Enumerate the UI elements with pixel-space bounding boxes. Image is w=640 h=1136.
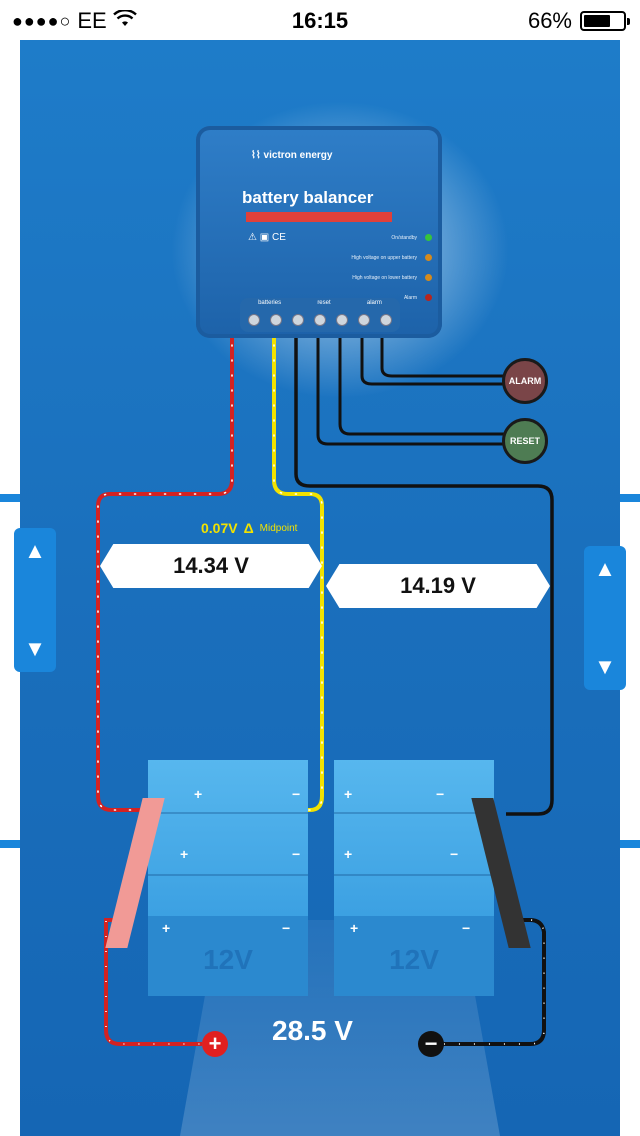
reset-wire xyxy=(316,330,504,446)
led-indicator xyxy=(425,274,432,281)
side-divider xyxy=(0,494,20,502)
reset-button[interactable]: RESET xyxy=(502,418,548,464)
black-wire-0v xyxy=(294,330,554,816)
positive-pole-icon: + xyxy=(202,1031,228,1057)
alarm-wire xyxy=(360,330,504,386)
device-red-stripe xyxy=(246,212,392,222)
right-down-arrow-button[interactable]: ▼ xyxy=(594,654,616,679)
terminal-screw xyxy=(336,314,348,326)
led-on-standby: On/standby xyxy=(391,234,432,241)
battery-left: 12V + − + − + − xyxy=(148,760,308,996)
right-up-arrow-button[interactable]: ▲ xyxy=(594,556,616,581)
terminal-screw xyxy=(248,314,260,326)
negative-pole-icon: − xyxy=(418,1031,444,1057)
midpoint-value: 0.07V xyxy=(201,520,238,536)
clock: 16:15 xyxy=(291,8,349,33)
yellow-wire-midpoint xyxy=(272,328,324,812)
upper-battery-voltage: 14.34 V xyxy=(100,544,322,588)
app-stage: ⌇⌇ victron energy battery balancer ⚠ ▣ C… xyxy=(0,40,640,1136)
signal-strength-icon: ●●●●○ xyxy=(12,10,72,31)
battery-right-label: 12V xyxy=(389,944,439,975)
total-voltage: 28.5 V xyxy=(272,1015,353,1046)
terminal-screw xyxy=(314,314,326,326)
midpoint-label: Midpoint xyxy=(259,522,298,534)
delta-icon: Δ xyxy=(243,520,254,536)
midpoint-deviation: 0.07V Δ Midpoint xyxy=(201,520,297,536)
terminal-screw xyxy=(270,314,282,326)
black-main-lead xyxy=(440,918,546,1046)
led-indicator xyxy=(425,254,432,261)
terminal-block: batteries reset alarm xyxy=(240,298,400,332)
terminal-screw xyxy=(380,314,392,326)
led-indicator xyxy=(425,294,432,301)
battery-right: 12V + − + − + − xyxy=(334,760,494,996)
left-up-arrow-button[interactable]: ▲ xyxy=(24,538,46,563)
left-scale-control: ▲ ▼ xyxy=(14,528,56,672)
diagram-panel: ⌇⌇ victron energy battery balancer ⚠ ▣ C… xyxy=(20,40,620,1136)
certification-marks-icon: ⚠ ▣ CE xyxy=(248,232,286,243)
lower-battery-voltage: 14.19 V xyxy=(326,564,550,608)
victron-logo-icon: ⌇⌇ xyxy=(251,150,264,161)
battery-percent: 66% xyxy=(527,8,572,33)
side-divider xyxy=(620,840,640,848)
device-title: battery balancer xyxy=(242,188,374,207)
status-right: 66% xyxy=(527,8,630,34)
led-high-upper: High voltage on upper battery xyxy=(351,254,432,261)
battery-balancer-device: ⌇⌇ victron energy battery balancer ⚠ ▣ C… xyxy=(196,126,442,338)
red-wire-top xyxy=(96,328,234,812)
left-down-arrow-button[interactable]: ▼ xyxy=(24,636,46,661)
alarm-wire xyxy=(380,330,504,378)
led-high-lower: High voltage on lower battery xyxy=(352,274,432,281)
side-divider xyxy=(0,840,20,848)
carrier-name: EE xyxy=(77,8,107,33)
battery-left-label: 12V xyxy=(203,944,253,975)
reset-wire xyxy=(338,330,504,436)
led-alarm: Alarm xyxy=(404,294,432,301)
battery-icon xyxy=(580,11,630,31)
right-scale-control: ▲ ▼ xyxy=(584,546,626,690)
wifi-icon xyxy=(112,8,137,34)
red-main-lead xyxy=(104,918,202,1046)
status-bar: ●●●●○ EE 16:15 66% xyxy=(0,0,640,40)
led-indicator xyxy=(425,234,432,241)
terminal-screw xyxy=(358,314,370,326)
terminal-screw xyxy=(292,314,304,326)
brand-logo: ⌇⌇ victron energy xyxy=(251,150,333,161)
side-divider xyxy=(620,494,640,502)
alarm-button[interactable]: ALARM xyxy=(502,358,548,404)
status-left: ●●●●○ EE xyxy=(12,8,137,34)
